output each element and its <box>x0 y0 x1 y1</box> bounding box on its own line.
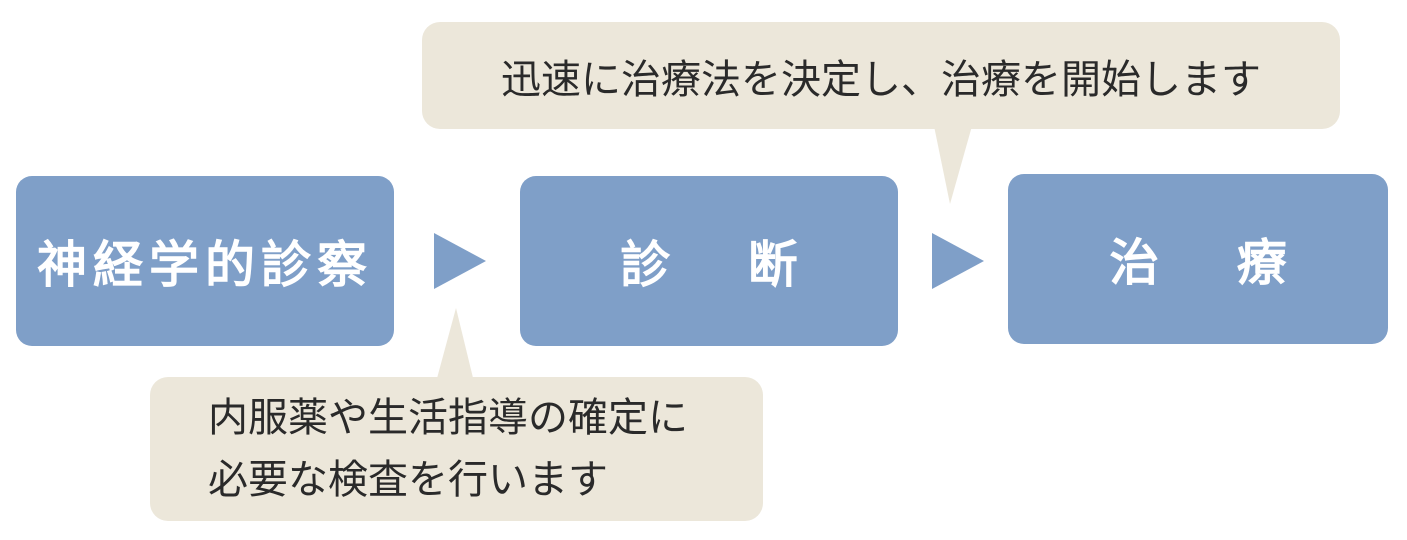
step-box-diagnosis: 診 断 <box>520 176 898 346</box>
callout-bottom-pointer <box>436 308 474 382</box>
right-triangle-arrow-icon <box>434 233 486 289</box>
step-label: 治 療 <box>1109 234 1317 292</box>
callout-top-text: 迅速に治療法を決定し、治療を開始します <box>501 56 1261 103</box>
step-label: 診 断 <box>620 236 828 294</box>
callout-bottom-line-1: 内服薬や生活指導の確定に <box>208 395 688 441</box>
step-box-treatment: 治 療 <box>1008 174 1388 344</box>
callout-bottom: 内服薬や生活指導の確定に 必要な検査を行います <box>150 377 763 521</box>
step-box-neurological-exam: 神経学的診察 <box>16 176 394 346</box>
callout-top: 迅速に治療法を決定し、治療を開始します <box>422 22 1340 129</box>
callout-bottom-line-2: 必要な検査を行います <box>208 457 608 503</box>
step-label: 神経学的診察 <box>37 236 373 294</box>
callout-top-pointer <box>934 126 972 204</box>
right-triangle-arrow-icon <box>932 233 984 289</box>
